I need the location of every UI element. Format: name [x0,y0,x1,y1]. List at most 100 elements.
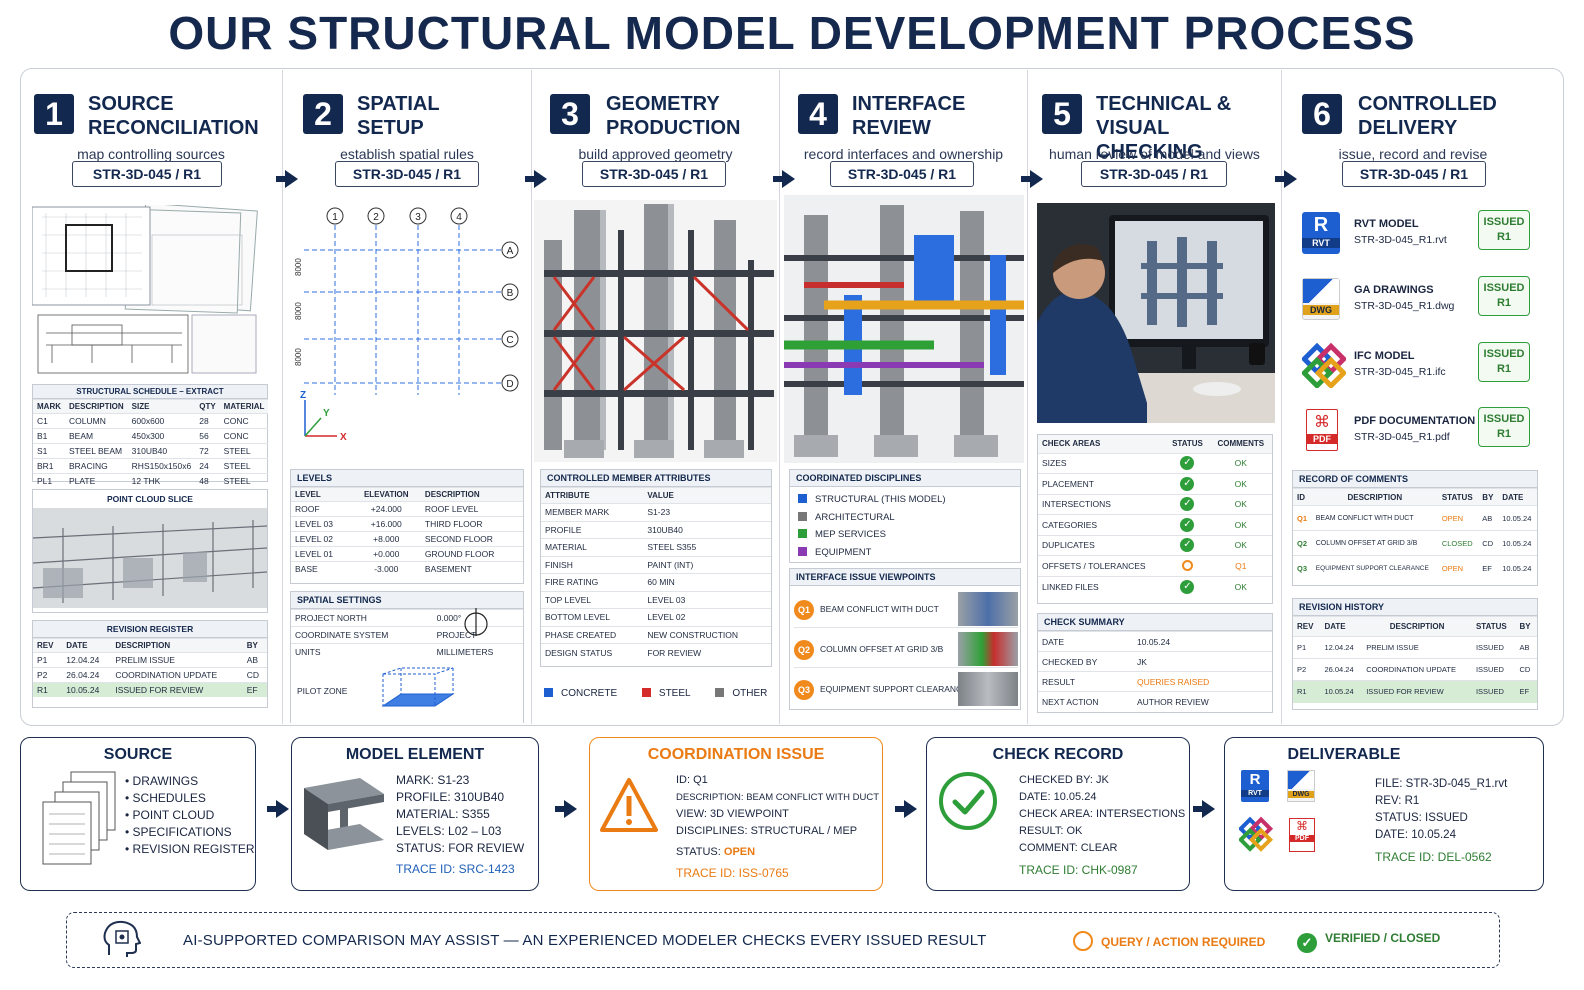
detail-line: DESCRIPTION: BEAM CONFLICT WITH DUCT [676,792,880,803]
viewpoint-label: BEAM CONFLICT WITH DUCT [820,604,939,614]
cell: FIRE RATING [541,573,644,591]
deliverable-item-pdf[interactable]: ⌘PDF PDF DOCUMENTATION STR-3D-045_R1.pdf… [1302,405,1538,461]
viewpoint-id-badge: Q3 [794,680,814,700]
deliverable-item-dwg[interactable]: DWG GA DRAWINGS STR-3D-045_R1.dwg ISSUED… [1302,274,1538,330]
detail-line: DATE: 10.05.24 [1375,829,1456,841]
column-header: DESCRIPTION [65,399,128,414]
cell: 10.05.24 [1498,530,1537,556]
column-header: DATE [62,638,112,653]
legend-item: OTHER [715,688,767,699]
footer-banner: AI-SUPPORTED COMPARISON MAY ASSIST — AN … [66,912,1500,968]
check-record-card: CHECK RECORD CHECKED BY: JK DATE: 10.05.… [926,737,1190,891]
trace-arrow [267,800,289,818]
cell: SIZES [1038,452,1166,474]
table-title: REVISION HISTORY [1293,599,1537,616]
detail-line: MARK: S1-23 [396,773,470,787]
status-cell: ✓ [1165,514,1210,535]
trace-id[interactable]: TRACE ID: DEL-0562 [1375,850,1492,864]
document-code: STR-3D-045 / R1 [1342,161,1486,187]
document-code: STR-3D-045 / R1 [582,161,726,187]
column-header: VALUE [643,487,771,504]
table-title: INTERFACE ISSUE VIEWPOINTS [790,569,1020,586]
result-value: QUERIES RAISED [1133,671,1272,692]
table-title: REVISION REGISTER [33,621,267,638]
cell: OK [1209,534,1272,556]
column-header: ID [1293,488,1312,506]
verified-check-icon [939,772,997,830]
file-icon-label: PDF [1307,434,1337,444]
cell: STEEL [219,458,269,474]
legend-verified: ✓VERIFIED / CLOSED [1297,931,1440,953]
cell: +16.000 [351,516,421,532]
step-number: 6 [1302,94,1342,134]
discipline-item: ARCHITECTURAL [798,509,1012,527]
cell: +8.000 [351,531,421,547]
cell: EF [242,682,267,697]
viewpoint-item[interactable]: Q2 COLUMN OFFSET AT GRID 3/B [794,632,1018,668]
legend-query: QUERY / ACTION REQUIRED [1073,931,1265,951]
cell: ISSUED FOR REVIEW [111,682,243,697]
detail-line: RESULT: OK [1019,825,1083,837]
trace-id[interactable]: TRACE ID: CHK-0987 [1019,863,1138,877]
trace-arrow [1193,800,1215,818]
column-divider [1027,70,1028,724]
step-subtitle: establish spatial rules [340,146,474,162]
cell: COORDINATE SYSTEM [291,626,433,644]
cell: PROJECT NORTH [291,609,433,627]
cell: +24.000 [351,501,421,517]
viewpoint-list: Q1 BEAM CONFLICT WITH DUCT Q2 COLUMN OFF… [790,586,1020,706]
open-ring-icon [1181,559,1193,571]
file-icon-label: DWG [1288,791,1314,798]
table-title: CHECK SUMMARY [1038,614,1272,631]
pdf-file-icon: ⌘PDF [1306,409,1338,451]
grid-row-label: B [507,288,514,299]
table-title: RECORD OF COMMENTS [1293,471,1537,488]
legend-label: CONCRETE [561,688,618,699]
grid-row-label: A [507,246,514,257]
deliverable-name: RVT MODEL [1354,218,1419,230]
pilot-zone-label: PILOT ZONE [297,686,348,696]
dwg-file-icon: DWG [1302,278,1340,320]
detail-line: LEVELS: L02 – L03 [396,824,502,838]
ai-head-icon [103,920,141,957]
column-header: DATE [1498,488,1537,506]
cell: 12 THK [127,473,196,488]
cell: 26.04.24 [1320,658,1363,681]
trace-id[interactable]: TRACE ID: SRC-1423 [396,862,515,876]
pdf-file-icon: ⌘PDF [1289,818,1315,852]
cell: BASE [291,561,352,576]
check-icon: ✓ [1180,476,1195,491]
cell: 56 [195,428,220,444]
column-header: BY [1515,616,1537,637]
table-row: LINKED FILES✓OK [1038,575,1272,597]
viewpoint-id-badge: Q1 [794,600,814,620]
structure-render [534,200,777,462]
viewpoint-item[interactable]: Q3 EQUIPMENT SUPPORT CLEARANCE [794,672,1018,708]
cell: LEVEL 03 [291,516,352,532]
card-title: CHECK RECORD [992,746,1124,763]
table-title: CONTROLLED MEMBER ATTRIBUTES [541,470,771,487]
cell: MEMBER MARK [541,503,644,521]
column-header: DESCRIPTION [1311,488,1438,506]
viewpoint-item[interactable]: Q1 BEAM CONFLICT WITH DUCT [794,592,1018,628]
cell: EQUIPMENT SUPPORT CLEARANCE [1311,555,1438,581]
step-title-line: CHECKING [1096,141,1203,163]
trace-id[interactable]: TRACE ID: ISS-0765 [676,866,789,880]
